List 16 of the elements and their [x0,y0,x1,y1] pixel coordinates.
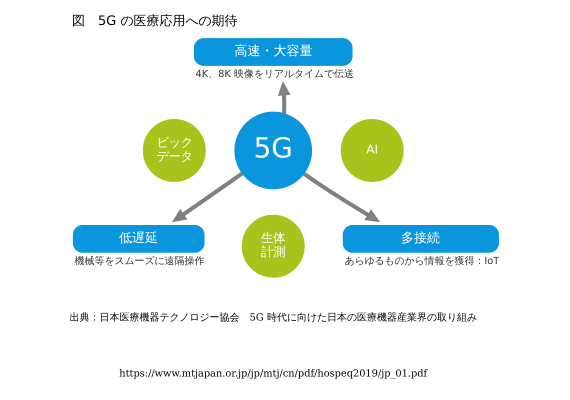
node-label: あらゆるものから情報を獲得：IoT [344,256,499,267]
node-box: 多接続 [342,224,498,253]
arrow [171,172,243,222]
label: https://www.mtjapan.or.jp/jp/mtj/cn/pdf/hospeq2019/jp_01.pdf [118,368,427,380]
arrow [302,172,380,222]
node-circle: AI [340,119,404,182]
node-circle: 5G [234,112,312,190]
node-label: 4K、8K 映像をリアルタイムで伝送 [195,68,354,80]
node-box: 高速・大容量 [193,38,352,66]
node-label: 機械等をスムーズに遠隔操作 [74,256,204,267]
node-circle: ビックデータ [142,119,206,182]
node-box: 低遅延 [72,224,204,253]
node-circle: 生体計測 [241,214,304,278]
arrow [277,80,290,114]
diagram-title: 図 5G の医療応用への期待 [71,14,237,30]
caption: 出典：日本医療機器テクノロジー協会 5G 時代に向けた日本の医療機器産業界の取り組み [69,312,476,324]
